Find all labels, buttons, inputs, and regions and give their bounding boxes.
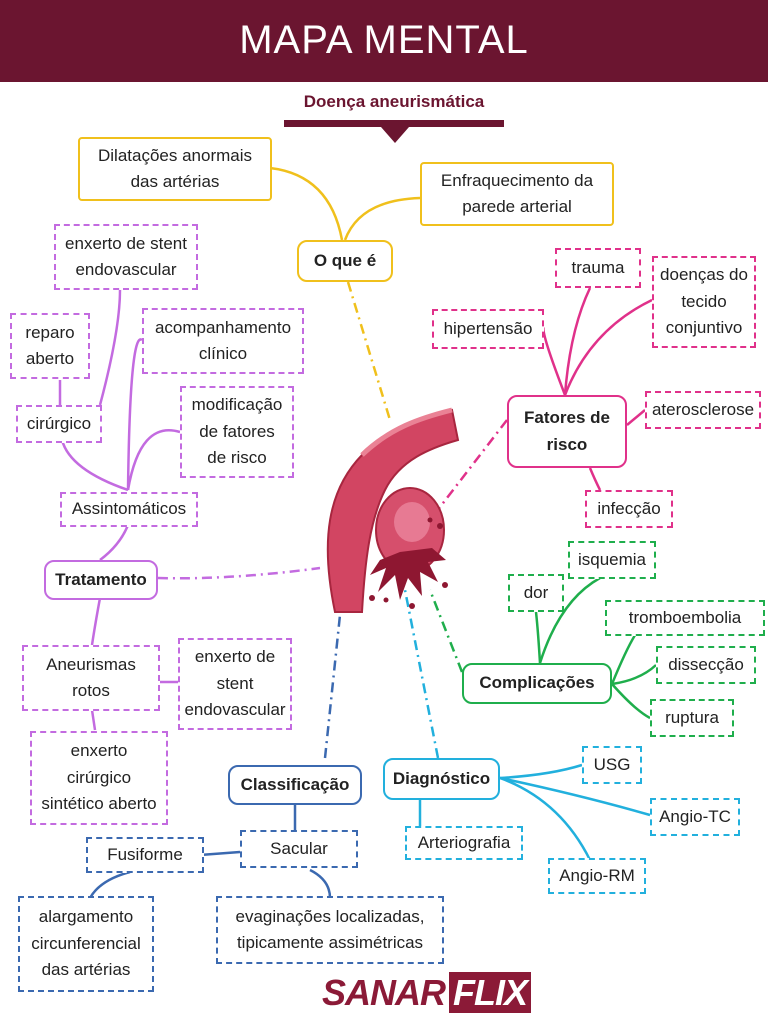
tratamento-reparo-aberto: reparo aberto [10,313,90,379]
connector-rotos-cirurgico [90,709,97,731]
connector-rotos [90,597,102,646]
complicacao-tromboembolia: tromboembolia [605,600,765,636]
connector-cirurgico [60,439,129,492]
connector-classificacao-artery [323,614,342,759]
tratamento-modificacao-fatores: modificação de fatores de risco [180,386,294,478]
fator-trauma: trauma [555,248,641,288]
connector-acompanhamento [126,338,143,491]
connector-fatores-hipertensao [542,326,567,396]
tratamento-assintomaticos: Assintomáticos [60,492,198,527]
connector-complicacoes-artery [428,589,464,673]
diagnostico-usg: USG [582,746,642,784]
connector-isquemia [538,576,601,664]
diagnostico-arteriografia: Arteriografia [405,826,523,860]
fator-doencas-tecido: doenças do tecido conjuntivo [652,256,756,348]
connector-angio-rm [499,776,592,861]
connector-tratamento-artery [157,566,321,580]
connector-ruptura [611,683,651,720]
connector-angio-tc [499,776,651,817]
connector-o-que-e-2 [343,196,421,241]
tratamento-acompanhamento: acompanhamento clínico [142,308,304,374]
connector-fatores-tecido [563,298,653,396]
subtitle-underline [284,120,504,127]
diagnostico-angio-tc: Angio-TC [650,798,740,836]
connector-tromboembolia [610,627,641,685]
connector-fatores-aterosclerose [626,409,646,426]
connector-o-que-e-1 [269,166,344,241]
complicacao-ruptura: ruptura [650,699,734,737]
o-que-e-item-2: Enfraquecimento da parede arterial [420,162,614,226]
fator-infeccao: infecção [585,490,673,528]
tratamento-hub: Tratamento [44,560,158,600]
fator-aterosclerose: aterosclerose [645,391,761,429]
tratamento-aneurismas-rotos: Aneurismas rotos [22,645,160,711]
connector-sacular-desc [309,868,332,899]
connector-disseccao [611,664,657,686]
connector-fusiforme-desc [88,870,131,899]
classificacao-fusiforme-descricao: alargamento circunferencial das artérias [18,896,154,992]
connector-stent-endo [98,289,122,406]
tratamento-cirurgico: cirúrgico [16,405,102,443]
fatores-hub: Fatores de risco [507,395,627,468]
map-subtitle: Doença aneurismática [303,92,485,111]
classificacao-hub: Classificação [228,765,362,805]
connector-modificacao [126,429,181,491]
page-title: MAPA MENTAL [239,18,529,62]
brand-logo-flix: FLIX [449,972,532,1013]
connector-fusiforme [199,850,241,857]
connector-usg [499,763,583,780]
complicacao-dor: dor [508,574,564,612]
brand-logo-sanar: SANAR [322,972,446,1013]
complicacao-isquemia: isquemia [568,541,656,579]
fator-hipertensao: hipertensão [432,309,544,349]
tratamento-stent-endovascular: enxerto de stent endovascular [54,224,198,290]
complicacao-disseccao: dissecção [656,646,756,684]
diagnostico-angio-rm: Angio-RM [548,858,646,894]
connector-fatores-trauma [563,287,592,396]
classificacao-sacular-descricao: evaginações localizadas, tipicamente ass… [216,896,444,964]
connector-assintomaticos [99,524,130,561]
classificacao-fusiforme: Fusiforme [86,837,204,873]
connector-fatores-infeccao [588,467,602,491]
complicacoes-hub: Complicações [462,663,612,704]
o-que-e-hub: O que é [297,240,393,282]
subtitle-arrow-icon [381,127,409,143]
header-bar: MAPA MENTAL [0,0,768,82]
diagnostico-hub: Diagnóstico [383,758,500,800]
classificacao-sacular: Sacular [240,830,358,868]
connector-dor [534,611,542,664]
aneurysm-artery-illustration [326,407,460,613]
connector-diagnostico-artery [403,589,440,759]
tratamento-enxerto-cirurgico: enxerto cirúrgico sintético aberto [30,731,168,825]
connector-o-que-e-artery [346,281,392,421]
o-que-e-item-1: Dilatações anormais das artérias [78,137,272,201]
tratamento-rotos-stent: enxerto de stent endovascular [178,638,292,730]
